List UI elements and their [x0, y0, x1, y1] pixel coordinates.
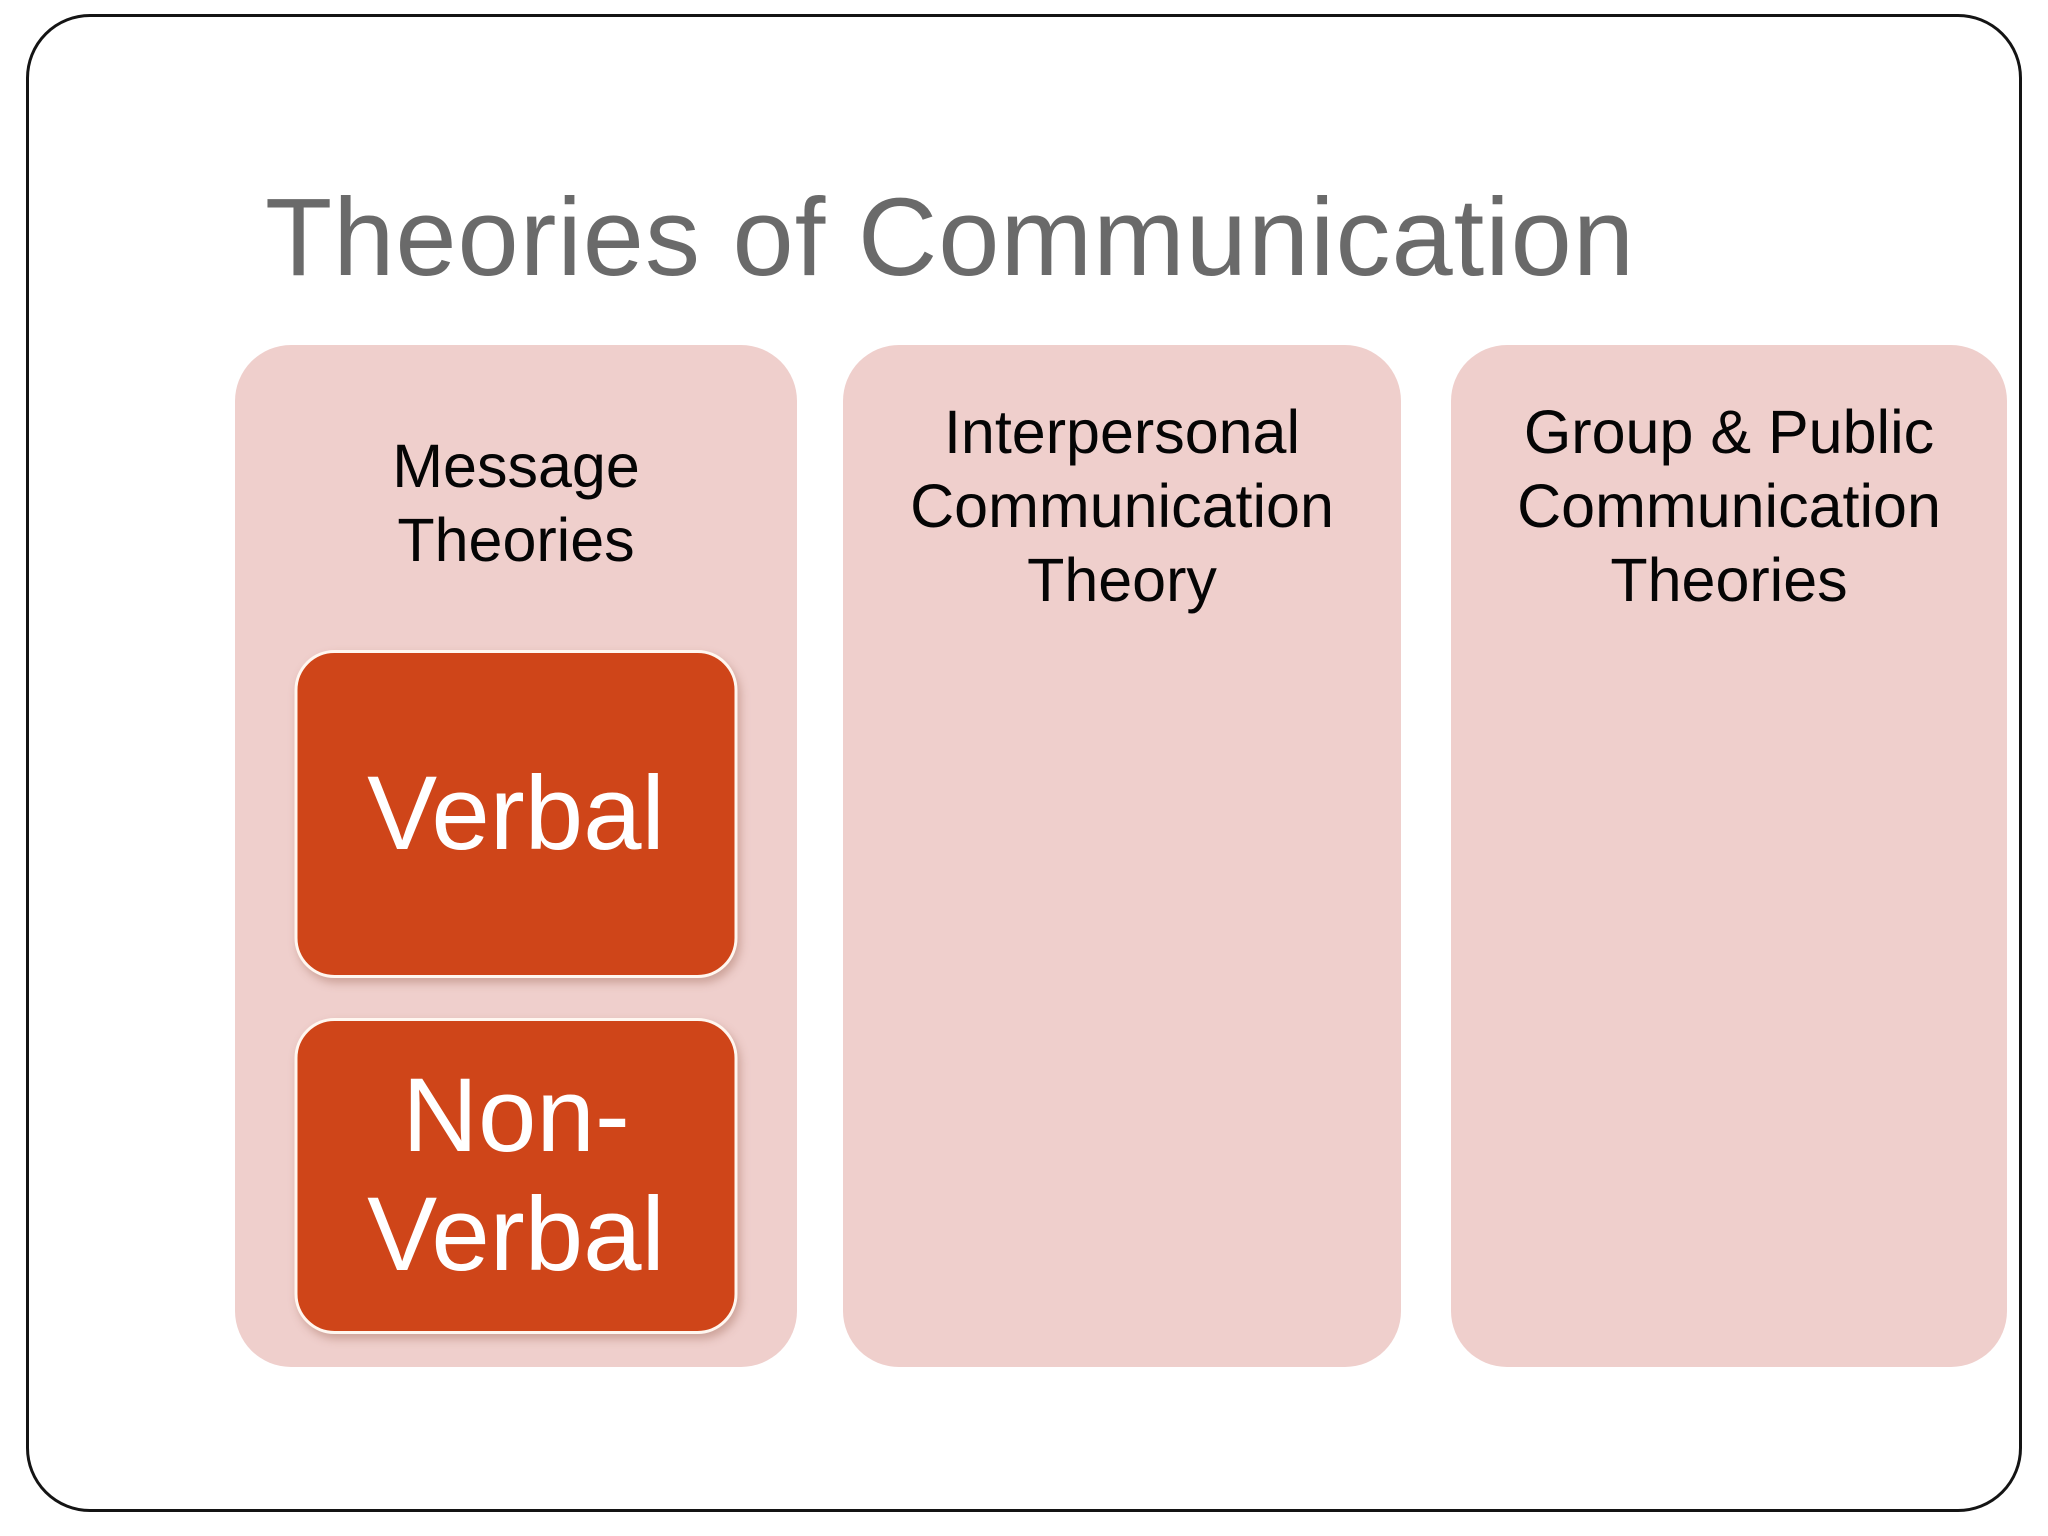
- column-heading: Message Theories: [392, 432, 640, 574]
- column-heading: Interpersonal Communication Theory: [910, 398, 1334, 614]
- slide-border-frame: Theories of Communication Message Theori…: [26, 14, 2022, 1512]
- column-message-theories: Message Theories Verbal Non-Verbal: [235, 345, 797, 1367]
- verbal-box-label: Verbal: [367, 754, 665, 872]
- non-verbal-box-label: Non-Verbal: [367, 1057, 665, 1293]
- non-verbal-box: Non-Verbal: [294, 1018, 738, 1334]
- verbal-box: Verbal: [294, 650, 738, 978]
- column-group-public-communication: Group & Public Communication Theories: [1451, 345, 2007, 1367]
- column-heading: Group & Public Communication Theories: [1517, 398, 1941, 614]
- column-interpersonal-communication: Interpersonal Communication Theory: [843, 345, 1401, 1367]
- slide-title: Theories of Communication: [265, 176, 1636, 299]
